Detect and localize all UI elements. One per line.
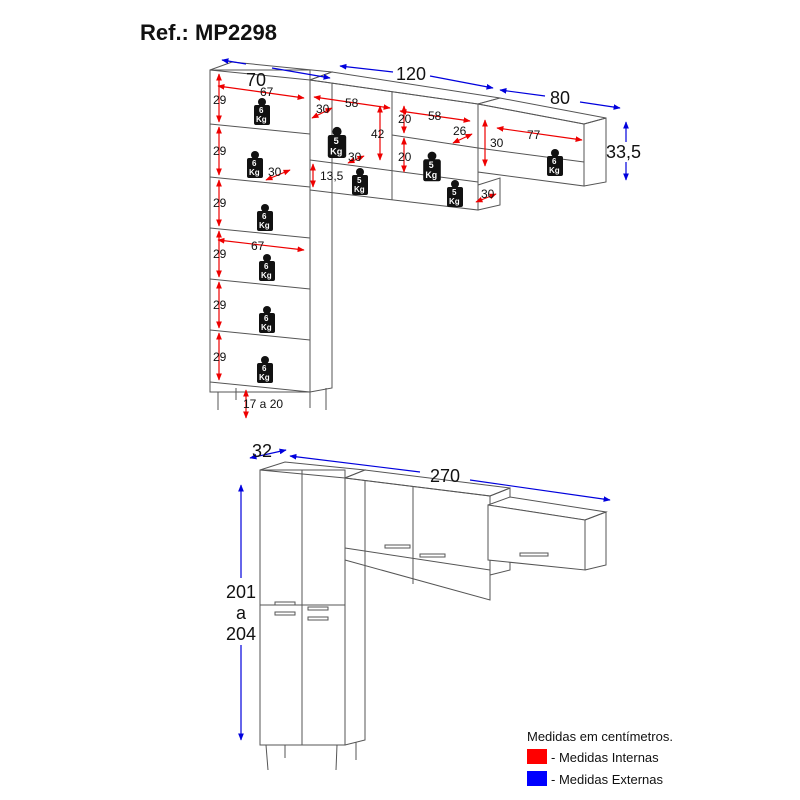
dim-height-right: 33,5 [606, 142, 641, 162]
svg-text:6: 6 [259, 106, 264, 115]
dim-shelf-height-4: 29 [213, 247, 227, 261]
weight-icon: 5Kg [327, 126, 347, 158]
svg-text:Kg: Kg [256, 115, 267, 124]
dim-mid-width-a: 58 [345, 96, 359, 110]
legend: Medidas em centímetros. - Medidas Intern… [527, 729, 673, 787]
dim-mid-height-bottom: 20 [398, 150, 412, 164]
weight-icon: 5Kg [423, 151, 441, 182]
dim-mid-height-a: 42 [371, 127, 385, 141]
svg-text:5: 5 [429, 160, 434, 170]
svg-text:5: 5 [357, 176, 362, 185]
dim-height-max: 204 [226, 624, 256, 644]
weight-icon: 6Kg [259, 306, 275, 333]
weight-icon: 6Kg [257, 204, 273, 231]
dim-mid-niche-depth: 30 [481, 187, 495, 201]
dim-leg-height: 17 a 20 [243, 397, 283, 411]
dim-shelf-height-5: 29 [213, 298, 227, 312]
svg-text:Kg: Kg [354, 185, 365, 194]
reference-title: Ref.: MP2298 [140, 20, 277, 45]
svg-text:5: 5 [452, 188, 457, 197]
svg-text:Kg: Kg [259, 373, 270, 382]
dim-shelf-height-2: 29 [213, 144, 227, 158]
external-dimension-lines [221, 58, 629, 181]
dim-mid-niche-height: 13,5 [320, 169, 344, 183]
dim-width-right: 80 [550, 88, 570, 108]
svg-text:Kg: Kg [425, 170, 437, 180]
weight-icon: 6Kg [247, 151, 263, 178]
svg-text:Kg: Kg [259, 221, 270, 230]
legend-internal-label: - Medidas Internas [551, 750, 659, 765]
legend-external-label: - Medidas Externas [551, 772, 663, 787]
dim-height-min: 201 [226, 582, 256, 602]
dim-tall-width-lower: 67 [251, 239, 265, 253]
dim-mid-depth-a: 30 [316, 102, 330, 116]
svg-text:6: 6 [252, 159, 257, 168]
dim-depth: 32 [252, 441, 272, 461]
svg-text:Kg: Kg [549, 166, 560, 175]
tall-cabinet-open [209, 61, 333, 410]
svg-text:Kg: Kg [249, 168, 260, 177]
dim-mid-width-b: 58 [428, 109, 442, 123]
legend-external-swatch [527, 771, 547, 786]
svg-text:Kg: Kg [330, 147, 342, 157]
weight-icons: 6Kg 6Kg 6Kg 6Kg 6Kg 6Kg 5Kg 5Kg 5Kg 5Kg … [247, 98, 563, 383]
weight-icon: 6Kg [257, 356, 273, 383]
dim-shelf-height-1: 29 [213, 93, 227, 107]
weight-icon: 5Kg [447, 180, 463, 207]
dim-total-width: 270 [430, 466, 460, 486]
svg-text:5: 5 [334, 136, 339, 146]
mid-wall-cabinet-open [309, 71, 501, 211]
svg-text:Kg: Kg [449, 197, 460, 206]
internal-dimension-lines [216, 73, 583, 419]
weight-icon: 5Kg [352, 168, 368, 195]
front-view-cabinets [259, 461, 608, 771]
dim-tall-width-top: 67 [260, 85, 274, 99]
dim-height-separator: a [236, 603, 247, 623]
right-wall-cabinet-open [477, 97, 607, 187]
dim-right-width: 77 [527, 128, 541, 142]
svg-text:Kg: Kg [261, 271, 272, 280]
dim-tall-depth: 30 [268, 165, 282, 179]
svg-text:6: 6 [264, 314, 269, 323]
dim-mid-depth-b: 30 [348, 150, 362, 164]
svg-text:6: 6 [262, 364, 267, 373]
weight-icon: 6Kg [547, 149, 563, 176]
weight-icon: 6Kg [259, 254, 275, 281]
svg-text:6: 6 [264, 262, 269, 271]
front-external-dimension-lines [238, 448, 611, 741]
svg-text:6: 6 [552, 157, 557, 166]
dim-width-mid: 120 [396, 64, 426, 84]
legend-note: Medidas em centímetros. [527, 729, 673, 744]
dim-right-height: 30 [490, 136, 504, 150]
dim-shelf-height-3: 29 [213, 196, 227, 210]
legend-internal-swatch [527, 749, 547, 764]
weight-icon: 6Kg [254, 98, 270, 125]
dim-mid-depth-c: 26 [453, 124, 467, 138]
dim-shelf-height-6: 29 [213, 350, 227, 364]
svg-text:Kg: Kg [261, 323, 272, 332]
svg-text:6: 6 [262, 212, 267, 221]
dim-mid-height-top: 20 [398, 112, 412, 126]
